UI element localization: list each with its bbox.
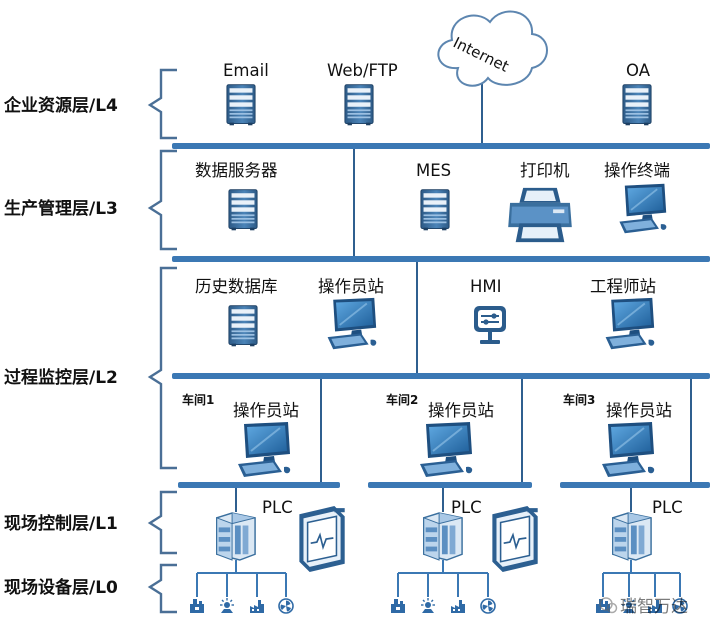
bus-l4 <box>172 143 710 149</box>
hmi-label: HMI <box>470 277 502 296</box>
brace-l1 <box>147 490 177 555</box>
engineer-station-pc-icon <box>604 296 656 351</box>
field-devices-workshop-3 <box>596 560 688 614</box>
bus-l1-workshop-1 <box>178 482 340 488</box>
operator-station-label: 操作员站 <box>318 277 384 296</box>
fan-icon <box>480 598 496 614</box>
plc-1-label: PLC <box>262 498 293 517</box>
mes-label: MES <box>416 161 451 180</box>
factory-icon <box>451 600 465 613</box>
layer-braces <box>147 68 177 614</box>
printer-label: 打印机 <box>520 161 570 180</box>
email-label: Email <box>223 61 269 80</box>
webftp-label: Web/FTP <box>327 61 398 80</box>
layer-label-l3: 生产管理层/L3 <box>4 198 118 219</box>
brace-l3 <box>147 149 177 251</box>
engineer-station-label: 工程师站 <box>590 277 656 296</box>
mes-server-icon <box>420 189 450 231</box>
terminal-label: 操作终端 <box>604 161 670 180</box>
plc-2-label: PLC <box>451 498 482 517</box>
layer-label-l4: 企业资源层/L4 <box>3 95 118 116</box>
plc-1-monitor-icon <box>298 505 346 572</box>
plc-2-icon <box>423 512 463 561</box>
brace-l4 <box>147 68 177 140</box>
plc-1-icon <box>216 512 256 561</box>
workshop-2-station-label: 操作员站 <box>428 401 494 420</box>
watermark-text: 瑞智万达 <box>620 597 688 617</box>
bus-l3 <box>172 256 710 262</box>
factory-icon <box>250 600 264 613</box>
connector-lines <box>235 60 692 512</box>
plc-2-monitor-icon <box>491 505 539 572</box>
fan-icon <box>278 598 294 614</box>
history-db-label: 历史数据库 <box>195 277 278 296</box>
field-devices-workshop-2 <box>391 560 496 614</box>
layer-label-l2: 过程监控层/L2 <box>4 367 118 388</box>
internet-cloud: Internet <box>437 10 548 87</box>
data-server-icon <box>228 189 258 231</box>
oa-label: OA <box>626 61 651 80</box>
plc-3-icon <box>612 512 652 561</box>
history-db-icon <box>228 305 258 347</box>
workshop-2-label: 车间2 <box>386 392 418 407</box>
workshop-3-label: 车间3 <box>563 392 595 407</box>
field-devices-workshop-1 <box>190 560 294 614</box>
webftp-server-icon <box>344 84 374 126</box>
sensor-icon <box>219 598 235 614</box>
operator-station-pc-icon <box>326 296 378 351</box>
bus-l2 <box>172 373 710 379</box>
brace-l2 <box>147 266 177 470</box>
robot-icon <box>391 599 405 613</box>
robot-icon <box>190 599 204 613</box>
workshop-1-pc-icon <box>237 421 292 478</box>
data-server-label: 数据服务器 <box>195 161 278 180</box>
workshop-3-pc-icon <box>601 421 656 478</box>
bus-l1-workshop-3 <box>560 482 710 488</box>
oa-server-icon <box>622 84 652 126</box>
bus-l1-workshop-2 <box>368 482 532 488</box>
workshop-2-pc-icon <box>419 421 474 478</box>
terminal-pc-icon <box>618 182 668 235</box>
brace-l0 <box>147 563 177 614</box>
workshop-1-station-label: 操作员站 <box>233 401 299 420</box>
plc-3-label: PLC <box>652 498 683 517</box>
sensor-icon <box>420 598 436 614</box>
workshop-1-label: 车间1 <box>182 392 214 407</box>
watermark: 瑞智万达 <box>599 597 688 617</box>
printer-icon <box>508 187 572 243</box>
hmi-icon <box>473 305 507 345</box>
workshop-3-station-label: 操作员站 <box>606 401 672 420</box>
layer-label-l0: 现场设备层/L0 <box>4 577 118 598</box>
layer-label-l1: 现场控制层/L1 <box>4 513 118 534</box>
email-server-icon <box>226 84 256 126</box>
